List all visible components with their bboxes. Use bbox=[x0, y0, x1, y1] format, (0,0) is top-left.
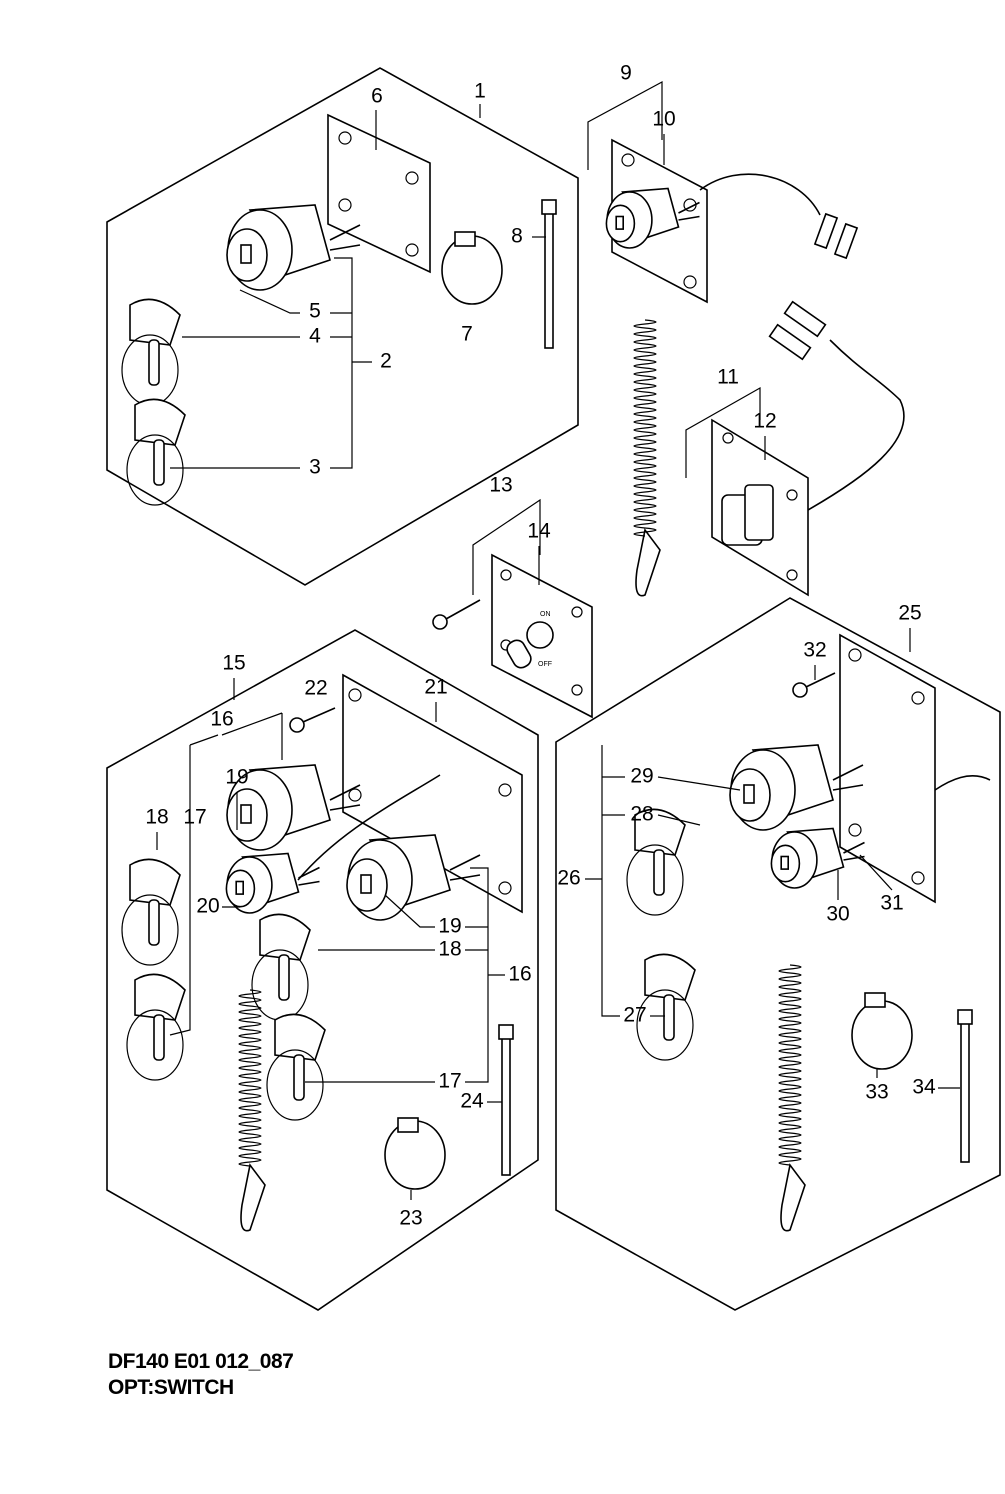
plate-6 bbox=[327, 113, 431, 274]
wire-10 bbox=[699, 173, 821, 216]
group-box-1 bbox=[106, 67, 579, 586]
callout-10: 10 bbox=[652, 108, 675, 131]
callout-24: 24 bbox=[460, 1090, 484, 1113]
callout-27: 27 bbox=[623, 1004, 646, 1027]
snap-hook bbox=[240, 1163, 266, 1232]
switch-body bbox=[226, 204, 361, 291]
callout-1: 1 bbox=[474, 80, 486, 103]
switch-body bbox=[605, 187, 700, 249]
switch-body bbox=[729, 744, 864, 831]
wire-25 bbox=[934, 775, 991, 791]
callout-5: 5 bbox=[309, 300, 321, 323]
callout-9: 9 bbox=[620, 62, 632, 85]
wire-20 bbox=[297, 774, 441, 881]
callout-13: 13 bbox=[489, 474, 512, 497]
callout-11: 11 bbox=[717, 366, 739, 389]
callout-15: 15 bbox=[222, 652, 245, 675]
switch-body bbox=[346, 834, 481, 921]
group-bracket-9 bbox=[587, 80, 663, 170]
wire-12 bbox=[807, 339, 905, 511]
leader-lines bbox=[156, 104, 960, 1200]
screw-13 bbox=[432, 599, 481, 630]
key bbox=[121, 858, 181, 966]
callout-4: 4 bbox=[309, 325, 321, 348]
callout-18: 18 bbox=[145, 806, 168, 829]
group-box-15 bbox=[106, 629, 539, 1311]
screw-22 bbox=[289, 707, 336, 733]
cable-tie-8 bbox=[541, 199, 557, 349]
coil-cord bbox=[778, 964, 802, 1166]
switch-body bbox=[225, 852, 320, 914]
cap-33 bbox=[851, 992, 913, 1070]
callout-28: 28 bbox=[630, 803, 653, 826]
toggle-switch-14 bbox=[506, 621, 554, 669]
callout-12: 12 bbox=[753, 410, 776, 433]
switch-body bbox=[770, 827, 865, 889]
callout-18: 18 bbox=[438, 938, 461, 961]
callout-2: 2 bbox=[380, 350, 392, 373]
connectors bbox=[768, 212, 859, 361]
callout-7: 7 bbox=[461, 323, 473, 346]
callout-25: 25 bbox=[898, 602, 921, 625]
key bbox=[121, 298, 181, 406]
ignition-switches bbox=[225, 187, 865, 921]
callout-3: 3 bbox=[309, 456, 321, 479]
callout-19: 19 bbox=[438, 915, 461, 938]
cable-tie-34 bbox=[957, 1009, 973, 1163]
key bbox=[266, 1013, 326, 1121]
callout-34: 34 bbox=[912, 1076, 936, 1099]
coil-cord bbox=[633, 319, 657, 537]
callout-6: 6 bbox=[371, 85, 383, 108]
rocker-switch-12 bbox=[721, 484, 774, 546]
plate-21 bbox=[342, 673, 523, 914]
coil-cord bbox=[238, 989, 262, 1167]
callout-17: 17 bbox=[438, 1070, 461, 1093]
callout-17: 17 bbox=[183, 806, 206, 829]
group-bracket-13 bbox=[472, 498, 541, 595]
callout-29: 29 bbox=[630, 765, 653, 788]
callout-16: 16 bbox=[210, 708, 233, 731]
callout-30: 30 bbox=[826, 903, 849, 926]
callout-19: 19 bbox=[225, 766, 248, 789]
callout-8: 8 bbox=[511, 225, 523, 248]
switch-off-label: OFF bbox=[538, 661, 552, 668]
key bbox=[636, 953, 696, 1061]
callout-26: 26 bbox=[557, 867, 580, 890]
callout-23: 23 bbox=[399, 1207, 422, 1230]
callout-31: 31 bbox=[880, 892, 903, 915]
cap-23 bbox=[384, 1117, 446, 1190]
cable-tie-24 bbox=[498, 1024, 514, 1176]
callout-14: 14 bbox=[527, 520, 551, 543]
callout-16: 16 bbox=[508, 963, 531, 986]
cap-7 bbox=[441, 231, 503, 305]
switch-on-label: ON bbox=[540, 611, 551, 618]
screw-32 bbox=[792, 672, 836, 698]
diagram-title: OPT:SWITCH bbox=[108, 1376, 234, 1399]
key bbox=[251, 913, 311, 1021]
key bbox=[126, 398, 186, 506]
callout-20: 20 bbox=[196, 895, 219, 918]
callout-21: 21 bbox=[424, 676, 447, 699]
keys bbox=[121, 298, 696, 1121]
snap-hook bbox=[780, 1163, 806, 1232]
callout-33: 33 bbox=[865, 1081, 888, 1104]
group-box-25 bbox=[555, 597, 1001, 1311]
lanyard-coils bbox=[238, 319, 806, 1232]
callout-32: 32 bbox=[803, 639, 826, 662]
callout-22: 22 bbox=[304, 677, 327, 700]
snap-hook bbox=[635, 528, 661, 597]
group-bracket-11 bbox=[685, 386, 761, 478]
diagram-code: DF140 E01 012_087 bbox=[108, 1350, 294, 1373]
key bbox=[126, 973, 186, 1081]
key bbox=[626, 808, 686, 916]
